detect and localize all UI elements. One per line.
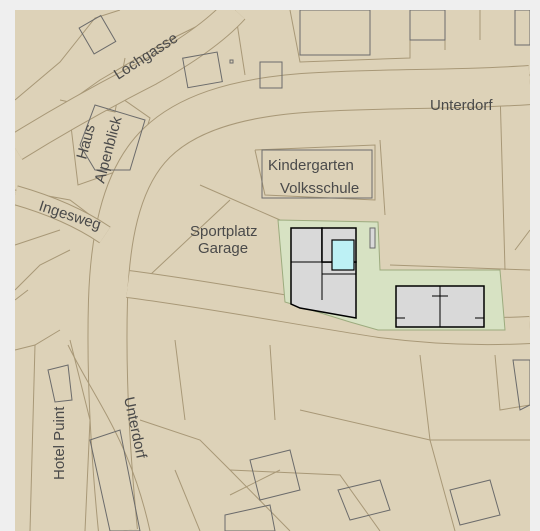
road-bottom-left xyxy=(67,344,151,531)
road-ingesweg-fill xyxy=(12,186,111,243)
road-lochgasse-fill xyxy=(8,1,245,160)
highlighted-unit[interactable] xyxy=(331,239,355,271)
label-sportplatz: Sportplatz xyxy=(190,223,258,240)
label-volksschule: Volksschule xyxy=(280,180,359,197)
building-inner-lines xyxy=(291,261,484,327)
frame-left xyxy=(0,0,15,531)
label-garage: Garage xyxy=(198,240,248,257)
frame-right xyxy=(530,0,540,531)
small-structure xyxy=(369,227,376,249)
label-unterdorf-top: Unterdorf xyxy=(430,97,493,114)
existing-buildings xyxy=(47,9,531,531)
road-unterdorf-fill xyxy=(88,66,532,531)
frame-top xyxy=(0,0,540,10)
label-kindergarten: Kindergarten xyxy=(268,157,354,174)
label-hotel-puint: Hotel Puint xyxy=(51,406,68,480)
